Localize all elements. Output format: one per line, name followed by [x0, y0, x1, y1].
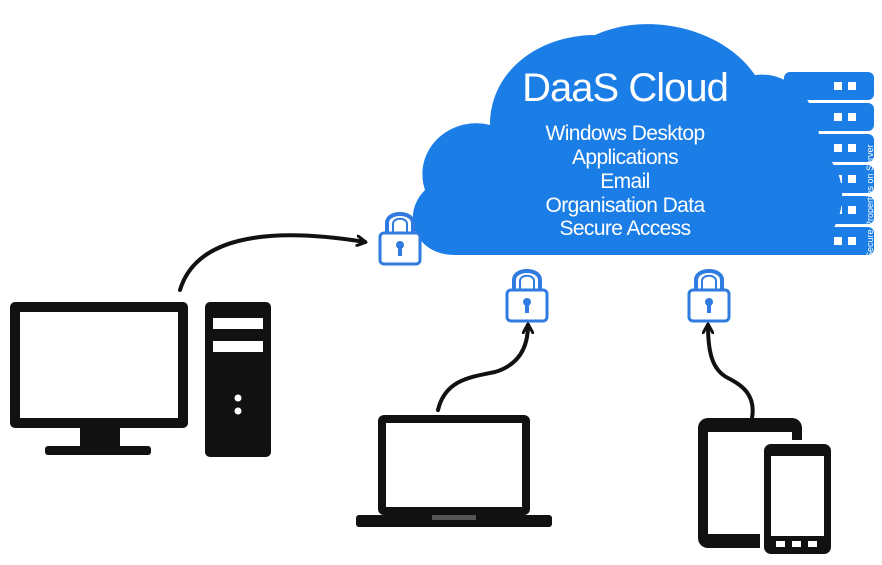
padlock-icon: [505, 269, 549, 323]
laptop-icon: [356, 415, 552, 527]
padlock-icon: [378, 212, 422, 266]
cloud-item-secure-access: Secure Access: [559, 217, 690, 240]
cloud-item-windows-desktop: Windows Desktop: [545, 122, 704, 145]
arrow-mobile-to-cloud: [708, 325, 755, 420]
cloud-item-organisation-data: Organisation Data: [545, 194, 705, 217]
padlock-icon: [687, 269, 731, 323]
tablet-and-phone-icon: [698, 418, 835, 558]
cloud-title: DaaS Cloud: [522, 66, 728, 110]
arrow-desktop-to-cloud: [178, 233, 365, 292]
daas-cloud: [412, 24, 843, 255]
cloud-item-applications: Applications: [572, 146, 678, 169]
server-rack-label: Secure Properties on Server: [865, 144, 875, 258]
cloud-item-email: Email: [600, 170, 650, 193]
arrow-laptop-to-cloud: [436, 325, 528, 412]
desktop-computer-icon: [10, 302, 271, 457]
